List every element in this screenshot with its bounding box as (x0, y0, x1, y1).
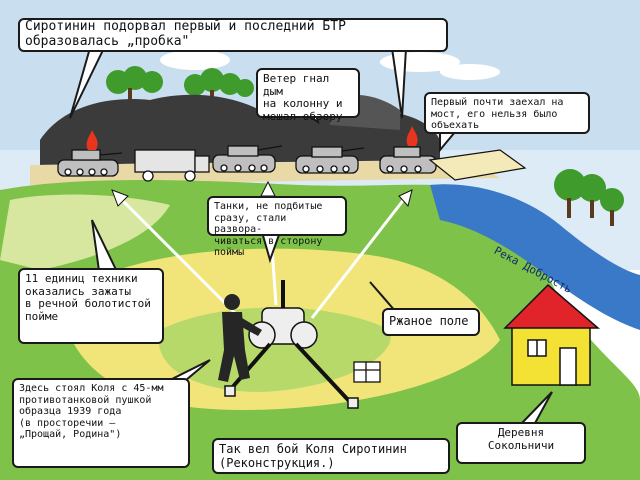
fire-icon (406, 126, 418, 146)
soldier-figure (218, 294, 262, 382)
tank-2 (212, 145, 283, 173)
armored-truck (134, 149, 210, 182)
stuck-vehicles-callout: 11 единиц техники оказались зажаты в реч… (18, 268, 164, 344)
tree-group-left (106, 66, 254, 100)
rye-field-edge (158, 307, 391, 392)
tank-3 (295, 146, 365, 174)
swamp (0, 194, 170, 270)
tanks-callout: Танки, не подбитые сразу, стали развора-… (207, 196, 347, 258)
village-house (503, 283, 601, 386)
ammo-box (353, 361, 381, 383)
caption-callout: Так вел бой Коля Сиротинин (Реконструкци… (212, 438, 450, 474)
cloud (440, 64, 500, 80)
village-callout: Деревня Сокольничи (456, 422, 586, 464)
arrow-head (111, 180, 413, 208)
gun-position-callout: Здесь стоял Коля с 45-мм противотанковой… (12, 378, 190, 468)
tree-group-right (554, 169, 624, 226)
wind-callout: Ветер гнал дым на колонну и мешал обзору (256, 68, 360, 123)
cloud (160, 50, 230, 70)
title-callout: Сиротинин подорвал первый и последний БТ… (18, 18, 448, 52)
title-text: Сиротинин подорвал первый и последний БТ… (25, 19, 346, 49)
rye-field-callout: Ржаное поле (382, 308, 480, 336)
anti-tank-gun (224, 280, 359, 409)
river (430, 184, 640, 330)
bridge (428, 149, 527, 181)
fire-icon (86, 130, 98, 150)
bridge-callout: Первый почти заехал на мост, его нельзя … (424, 92, 590, 134)
tank-1 (57, 149, 123, 177)
